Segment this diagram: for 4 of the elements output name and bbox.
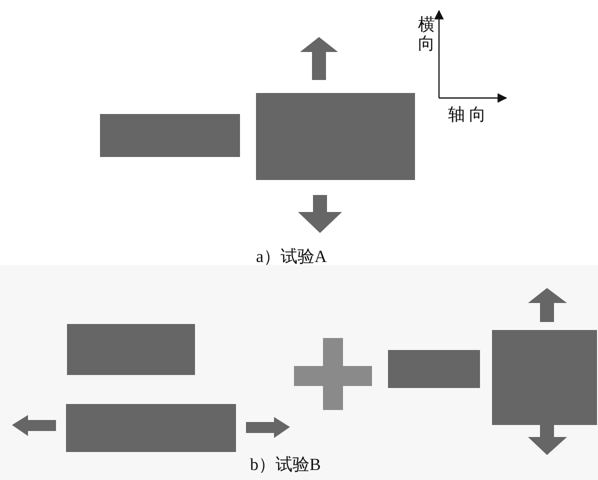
axis-label: 横向 xyxy=(418,16,436,54)
figure-caption: b）试验B xyxy=(250,456,321,473)
figure-caption: a）试验A xyxy=(256,248,327,265)
axis-label: 轴向 xyxy=(448,106,490,123)
